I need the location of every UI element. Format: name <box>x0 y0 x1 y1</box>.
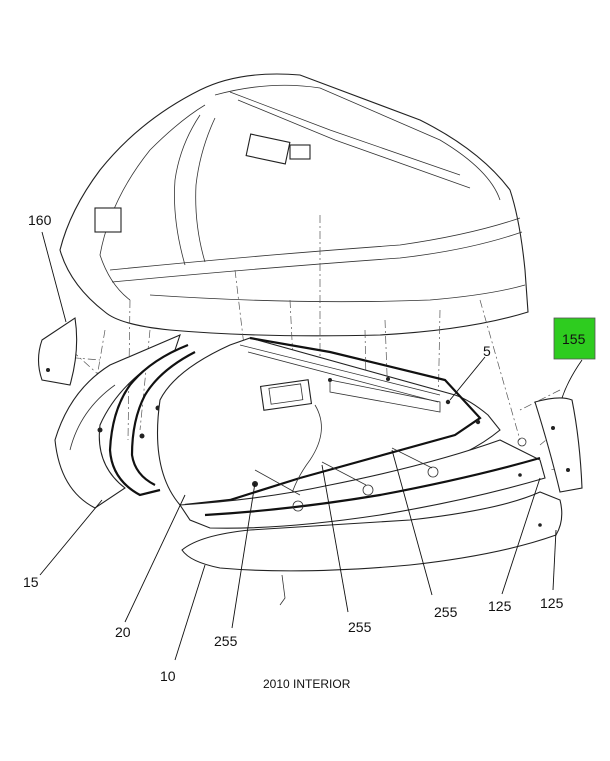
leader-lines <box>39 231 583 661</box>
left-side-panel-160 <box>37 317 78 386</box>
callout-155-highlight[interactable] <box>553 317 596 360</box>
callout-10: 10 <box>160 668 176 684</box>
headliner-panel-5 <box>156 336 501 508</box>
callout-125-left: 125 <box>488 598 512 614</box>
callout-255-center: 255 <box>348 619 372 635</box>
callout-125-right: 125 <box>540 595 564 611</box>
callout-15: 15 <box>23 574 39 590</box>
lower-left-cover-15 <box>54 334 181 509</box>
callout-labels: 160 155 5 15 20 10 255 255 255 125 125 <box>23 212 596 684</box>
callout-255-right: 255 <box>434 604 458 620</box>
lower-valance-10 <box>181 473 563 606</box>
callout-255-left: 255 <box>214 633 238 649</box>
front-rail <box>179 437 546 529</box>
diagram-caption: 2010 INTERIOR <box>263 677 351 691</box>
right-side-panel-155 <box>534 397 583 493</box>
callout-5: 5 <box>483 343 491 359</box>
callout-155[interactable]: 155 <box>562 331 586 347</box>
callout-20: 20 <box>115 624 131 640</box>
roof-frame-assembly <box>59 73 529 337</box>
callout-160: 160 <box>28 212 52 228</box>
